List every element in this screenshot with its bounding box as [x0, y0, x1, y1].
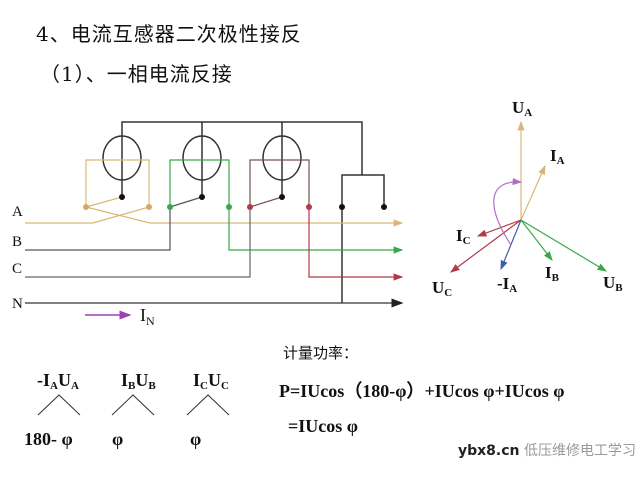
- page-title: 4、电流互感器二次极性接反: [36, 22, 302, 46]
- phasor-label-ic: IC: [456, 226, 471, 247]
- ct-phase-b: [25, 135, 404, 254]
- angle-value-b: φ: [112, 429, 124, 449]
- angle-pair-c: ICUC: [193, 370, 229, 392]
- phasor-label-uc: UC: [432, 278, 453, 299]
- angle-brackets: [37, 394, 230, 416]
- phase-label-c: C: [12, 261, 23, 277]
- phase-label-n: N: [12, 296, 23, 312]
- neutral-current-label: IN: [140, 305, 155, 328]
- phasor-label-ub: UB: [603, 273, 623, 294]
- phasor-label-ib: IB: [545, 263, 559, 284]
- angle-pair-a: -IAUA: [37, 370, 79, 392]
- phasor-label-ua: UA: [512, 98, 533, 119]
- phasor-diagram: [450, 120, 608, 273]
- top-bus: [121, 121, 385, 303]
- phase-label-a: A: [12, 204, 23, 220]
- angle-pair-b: IBUB: [121, 370, 156, 392]
- power-formula-line2: =IUcos φ: [288, 416, 358, 436]
- phase-label-b: B: [12, 234, 23, 250]
- phasor-label-ia: IA: [550, 146, 565, 167]
- watermark: ybx8.cn 低压维修电工学习: [458, 443, 636, 459]
- neutral-line: [25, 204, 404, 308]
- section-subtitle: （1）、一相电流反接: [40, 62, 233, 86]
- ct-phase-a: [25, 135, 404, 227]
- angle-value-a: 180- φ: [24, 429, 73, 449]
- phasor-label-neg-ia: -IA: [497, 274, 518, 295]
- angle-value-c: φ: [190, 429, 202, 449]
- power-label: 计量功率：: [283, 344, 359, 362]
- ct-phase-c: [25, 135, 404, 281]
- power-formula-line1: P=IUcos（180-φ）+IUcos φ+IUcos φ: [279, 381, 565, 401]
